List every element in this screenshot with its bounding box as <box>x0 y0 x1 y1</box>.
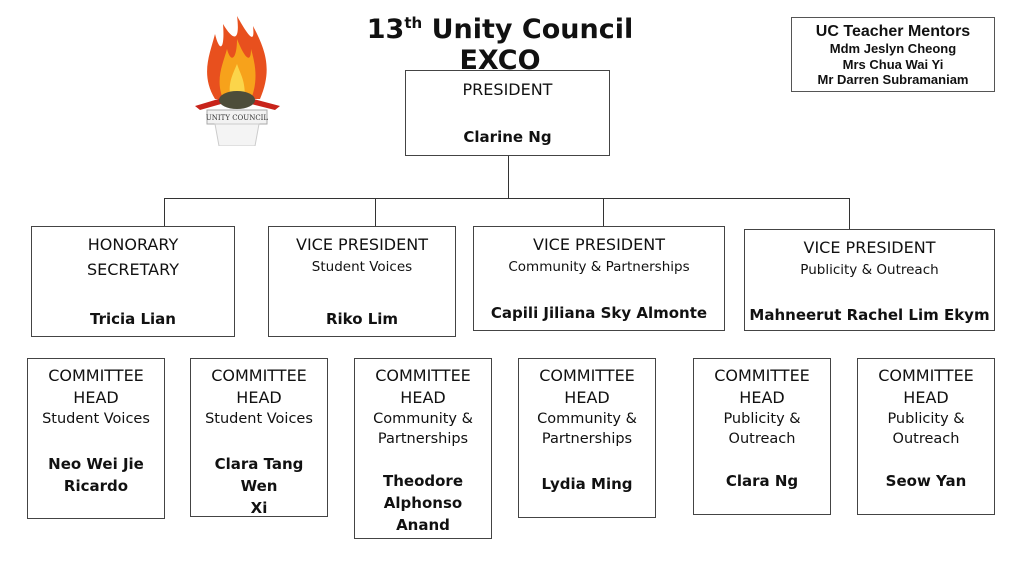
member-name-line: Anand <box>396 516 450 534</box>
role-title: COMMITTEE <box>375 366 471 385</box>
member-name: Clara Ng <box>698 470 826 492</box>
member-name-line: Lydia Ming <box>541 475 633 493</box>
svg-text:UNITY COUNCIL: UNITY COUNCIL <box>206 114 269 122</box>
portfolio-label: Community & <box>373 411 473 427</box>
vp-community-partnerships-box: VICE PRESIDENT Community & Partnerships … <box>473 226 725 331</box>
mentor-name: Mdm Jeslyn Cheong <box>829 41 957 56</box>
member-name-line: Theodore <box>382 472 463 490</box>
role-title: HONORARY <box>87 235 179 254</box>
portfolio-label: Outreach <box>728 431 796 447</box>
portfolio-label: Publicity & <box>723 411 801 427</box>
role-title: HEAD <box>73 388 119 407</box>
role-title: COMMITTEE <box>878 366 974 385</box>
portfolio-label: Partnerships <box>541 431 633 447</box>
role-title: VICE PRESIDENT <box>803 238 936 257</box>
role-title: SECRETARY <box>86 260 179 279</box>
vp-publicity-outreach-box: VICE PRESIDENT Publicity & Outreach Mahn… <box>744 229 995 331</box>
member-name: Tricia Lian <box>89 310 176 328</box>
vp-student-voices-box: VICE PRESIDENT Student Voices Riko Lim <box>268 226 456 337</box>
portfolio-label: Publicity & <box>887 411 965 427</box>
role-title: HEAD <box>739 388 785 407</box>
member-name: Mahneerut Rachel Lim Ekym <box>749 306 990 324</box>
member-name-line: Ricardo <box>63 477 129 495</box>
connector-line <box>508 155 509 198</box>
chart-title: 13th Unity Council EXCO <box>366 14 634 76</box>
mentors-heading: UC Teacher Mentors <box>815 23 971 40</box>
member-name: Riko Lim <box>325 310 399 328</box>
portfolio-label: Community & <box>537 411 637 427</box>
connector-line <box>164 198 165 226</box>
role-title: COMMITTEE <box>48 366 144 385</box>
member-name: Seow Yan <box>862 470 990 492</box>
member-name-line: Neo Wei Jie <box>48 455 144 473</box>
portfolio-label: Student Voices <box>311 259 413 275</box>
portfolio-label: Student Voices <box>42 411 150 427</box>
connector-line <box>375 198 376 226</box>
role-title: HEAD <box>564 388 610 407</box>
member-name-line: Alphonso <box>383 494 463 512</box>
role-title: VICE PRESIDENT <box>533 235 665 254</box>
portfolio-label: Outreach <box>892 431 960 447</box>
role-title: HEAD <box>400 388 446 407</box>
unity-council-logo: UNITY COUNCIL <box>185 14 290 147</box>
role-title: VICE PRESIDENT <box>296 235 428 254</box>
connector-line <box>603 198 604 226</box>
portfolio-label: Student Voices <box>205 411 313 427</box>
member-name-line: Seow Yan <box>885 472 967 490</box>
member-name: Lydia Ming <box>523 473 651 495</box>
mentor-name: Mrs Chua Wai Yi <box>842 56 944 72</box>
role-title: HEAD <box>236 388 282 407</box>
connector-line <box>164 198 850 199</box>
role-title: HEAD <box>903 388 949 407</box>
president-box: PRESIDENT Clarine Ng <box>405 70 610 156</box>
member-name: Clarine Ng <box>463 128 552 146</box>
teacher-mentors-box: UC Teacher Mentors Mdm Jeslyn Cheong Mrs… <box>791 17 995 92</box>
portfolio-label: Publicity & Outreach <box>800 262 939 278</box>
member-name-line: Clara Ng <box>725 472 799 490</box>
role-title: COMMITTEE <box>714 366 810 385</box>
role-title: COMMITTEE <box>211 366 307 385</box>
honorary-secretary-box: HONORARY SECRETARY Tricia Lian <box>31 226 235 337</box>
torch-flame-icon: UNITY COUNCIL <box>195 16 280 147</box>
role-title: COMMITTEE <box>539 366 635 385</box>
connector-line <box>849 198 850 229</box>
portfolio-label: Partnerships <box>377 431 469 447</box>
role-title: PRESIDENT <box>462 80 553 99</box>
member-name-line: Clara Tang Wen <box>214 455 304 495</box>
member-name-line: Xi <box>250 499 268 517</box>
mentor-name: Mr Darren Subramaniam <box>817 72 969 87</box>
member-name: Capili Jiliana Sky Almonte <box>490 304 708 322</box>
portfolio-label: Community & Partnerships <box>508 259 690 275</box>
